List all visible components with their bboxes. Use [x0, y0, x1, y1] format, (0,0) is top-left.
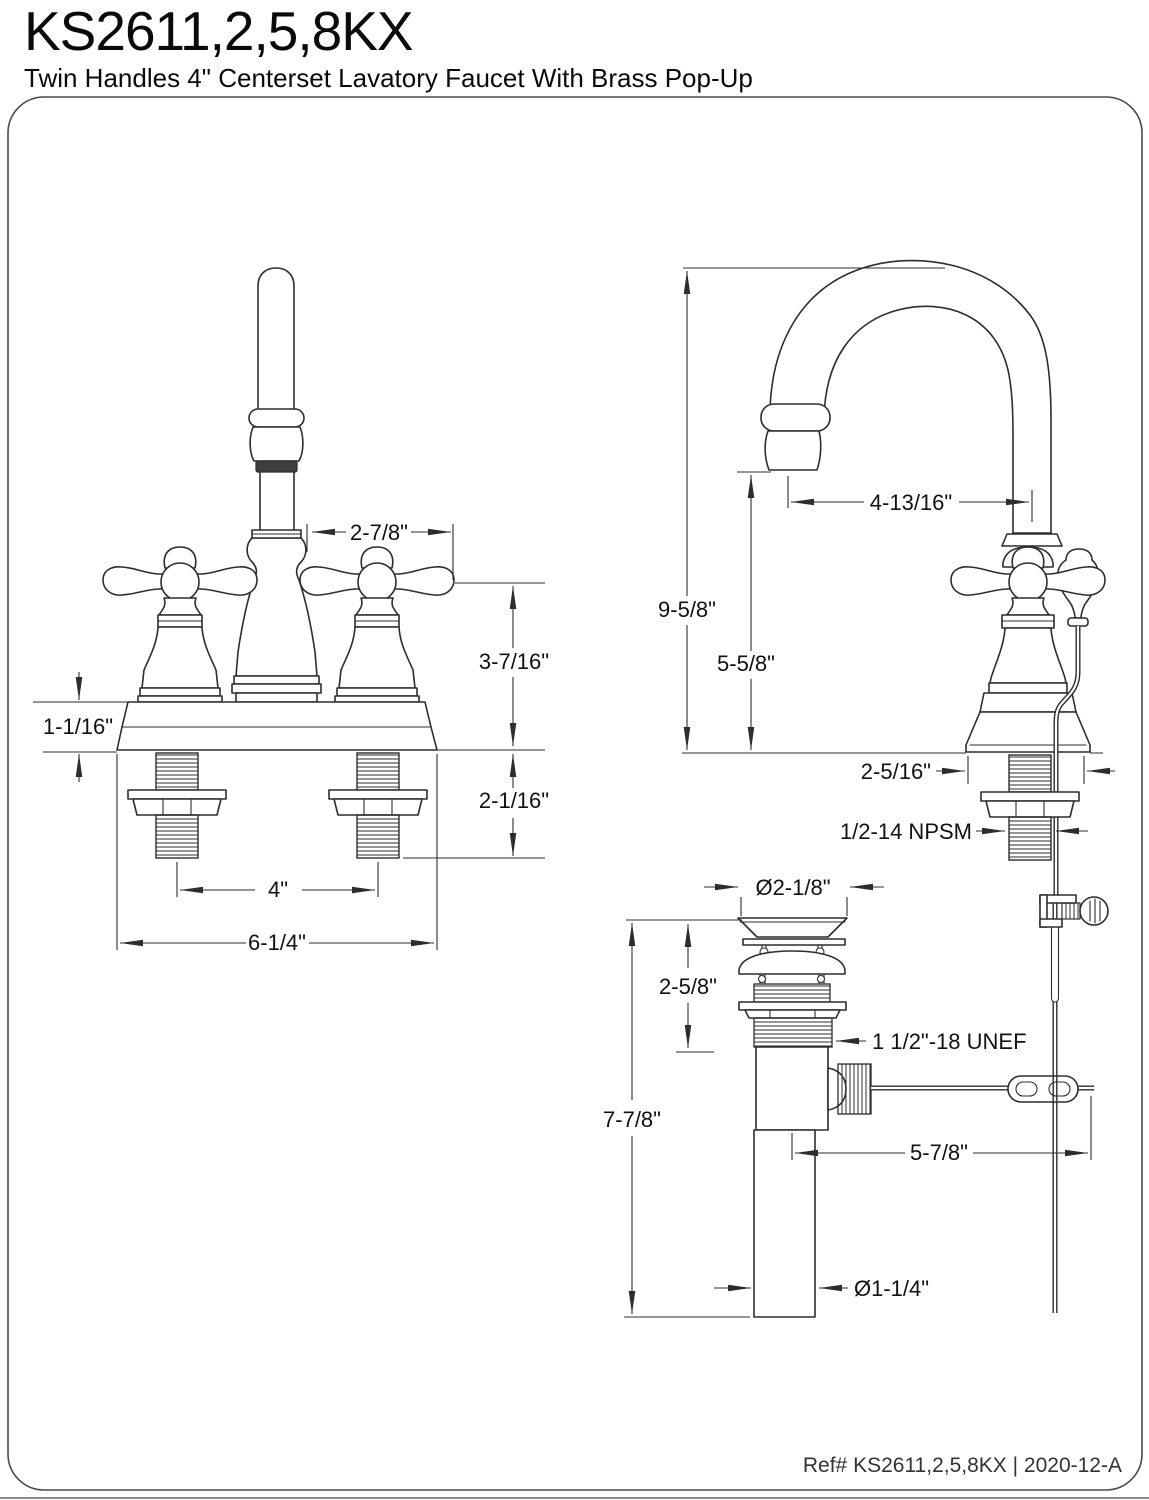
header: KS2611,2,5,8KX Twin Handles 4" Centerset…: [24, 0, 753, 93]
dim-spout-outlet-height: 5-5/8": [717, 651, 775, 676]
drain-flange-stack: [737, 917, 848, 1048]
side-bell-base: [965, 627, 1091, 753]
front-spout-tube: [257, 267, 295, 411]
dim-base-depth: 2-5/16": [861, 759, 931, 784]
front-spout-tip: [248, 408, 305, 473]
dim-spout-reach: 4-13/16": [870, 490, 952, 515]
dim-upper-section-length: 2-5/8": [659, 974, 717, 999]
pop-up-drain: Ø2-1/8" 2-5/8" 1 1/2"-18 UNEF 7-7/8" 5-7…: [603, 875, 1109, 1318]
shank-left: [127, 752, 227, 859]
drain-body: [753, 1046, 872, 1318]
dim-handle-centers: 4": [268, 877, 288, 902]
dim-overall-height: 9-5/8": [658, 597, 716, 622]
dim-deck-thickness: 1-1/16": [43, 714, 113, 739]
lift-rod: [1053, 626, 1081, 895]
dim-flange-diameter: Ø2-1/8": [755, 875, 830, 900]
front-dimensions: 2-7/8" 3-7/16" 2-1/16" 1-1/16" 4": [33, 520, 549, 955]
deck-plate: [116, 701, 438, 751]
side-view: 9-5/8" 5-5/8" 4-13/16" 2-5/16" 1/2-14 NP…: [658, 259, 1115, 895]
gooseneck-spout: [769, 259, 1052, 534]
dim-tailpiece-diameter: Ø1-1/4": [854, 1276, 929, 1301]
cross-handle-side: [950, 546, 1106, 629]
drawing-border: [7, 96, 1143, 1491]
pivot-nut: [837, 1063, 872, 1115]
front-view: 2-7/8" 3-7/16" 2-1/16" 1-1/16" 4": [33, 267, 549, 955]
dim-overall-length: 7-7/8": [603, 1107, 661, 1132]
rod-clamp: [1039, 894, 1109, 928]
pivot-rod: [871, 1075, 1094, 1103]
riser-collar: [1001, 533, 1063, 547]
dim-pivot-rod-length: 5-7/8": [910, 1140, 968, 1165]
page-subtitle: Twin Handles 4" Centerset Lavatory Fauce…: [24, 63, 753, 93]
dim-inlet-shank-thread: 1/2-14 NPSM: [840, 819, 972, 844]
dim-spout-to-handle: 2-7/8": [350, 520, 408, 545]
drain-body-thread: [753, 1017, 833, 1048]
aerator: [255, 460, 298, 473]
dim-handle-height: 3-7/16": [479, 649, 549, 674]
tailpiece: [753, 1129, 816, 1318]
cross-handle-right: [299, 546, 455, 703]
clamp-knob: [1079, 896, 1109, 926]
dim-shank-length: 2-1/16": [479, 788, 549, 813]
page-title: KS2611,2,5,8KX: [24, 0, 413, 62]
rod-link: [1007, 1075, 1079, 1103]
drain-dimensions: Ø2-1/8" 2-5/8" 1 1/2"-18 UNEF 7-7/8" 5-7…: [603, 875, 1092, 1318]
clevis-strap: [1050, 903, 1060, 1313]
shank-side: [980, 754, 1080, 861]
front-spout-base: [231, 529, 322, 703]
side-spout-tip: [760, 403, 831, 471]
side-dimensions: 9-5/8" 5-5/8" 4-13/16" 2-5/16" 1/2-14 NP…: [658, 267, 1115, 844]
dim-body-thread: 1 1/2"-18 UNEF: [872, 1029, 1027, 1054]
reference-number: Ref# KS2611,2,5,8KX | 2020-12-A: [803, 1454, 1122, 1477]
shank-right: [328, 752, 428, 859]
dim-base-width: 6-1/4": [248, 930, 306, 955]
